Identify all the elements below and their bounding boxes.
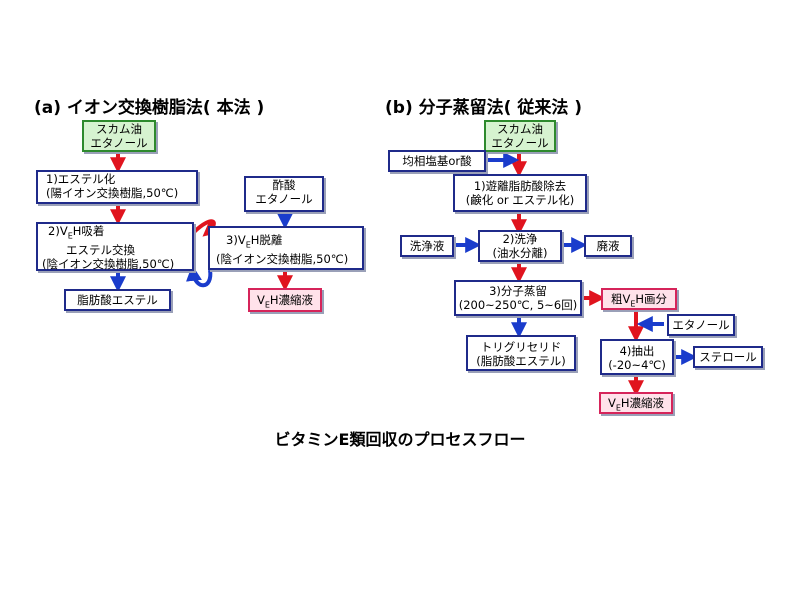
right-step3-line2: (200~250℃, 5~6回) [458,298,578,312]
right-step2-line2: (油水分離) [492,246,548,260]
left-concentrate-label: VEH濃縮液 [256,293,314,310]
right-step1-box: 1)遊離脂肪酸除去 (鹸化 or エステル化) [453,174,587,212]
right-step3-box: 3)分子蒸留 (200~250℃, 5~6回) [454,280,582,316]
right-catalyst-label: 均相塩基or酸 [402,154,472,168]
left-step1-line2: (陽イオン交換樹脂,50℃) [46,186,179,200]
left-scum-line2: エタノール [90,136,148,150]
right-triglyceride-line1: トリグリセリド [480,340,562,354]
right-sterol-box: ステロール [693,346,763,368]
right-triglyceride-line2: (脂肪酸エステル) [476,354,566,368]
right-step1-line1: 1)遊離脂肪酸除去 [473,179,567,193]
left-title: (a) イオン交換樹脂法( 本法 ) [34,98,265,118]
left-fatty-ester-box: 脂肪酸エステル [64,289,171,311]
right-waste-box: 廃液 [584,235,632,257]
left-step3-line2: (陰イオン交換樹脂,50℃) [216,252,349,267]
right-crude-box: 粗VEH画分 [601,288,677,310]
right-step4-line2: (-20~4℃) [608,358,666,372]
left-step3-box: 3)VEH脱離 (陰イオン交換樹脂,50℃) [208,226,364,270]
left-step3-line1: 3)VEH脱離 [226,233,283,250]
right-triglyceride-box: トリグリセリド (脂肪酸エステル) [466,335,576,371]
left-step2-line3: (陰イオン交換樹脂,50℃) [42,257,175,272]
right-ethanol-box: エタノール [667,314,735,336]
left-step1-box: 1)エステル化 (陽イオン交換樹脂,50℃) [36,170,198,204]
right-crude-label: 粗VEH画分 [610,292,668,309]
right-scum-line2: エタノール [491,136,549,150]
right-step4-line1: 4)抽出 [619,344,655,358]
right-catalyst-box: 均相塩基or酸 [388,150,486,172]
right-ethanol-label: エタノール [672,318,730,332]
right-step3-line1: 3)分子蒸留 [489,284,547,298]
right-step4-box: 4)抽出 (-20~4℃) [600,339,674,375]
right-sterol-label: ステロール [699,350,757,364]
right-wash-in-box: 洗浄液 [400,235,454,257]
left-step2-box: 2)VEH吸着 エステル交換 (陰イオン交換樹脂,50℃) [36,222,194,271]
left-fatty-ester-label: 脂肪酸エステル [77,293,158,307]
left-scum-oil-box: スカム油 エタノール [82,120,156,152]
right-waste-label: 廃液 [596,239,620,253]
left-step2-line1: 2)VEH吸着 [48,224,105,241]
left-concentrate-box: VEH濃縮液 [248,288,322,312]
left-scum-line1: スカム油 [96,122,142,136]
left-acetic-box: 酢酸 エタノール [244,176,324,212]
right-scum-line1: スカム油 [497,122,543,136]
left-step1-line1: 1)エステル化 [46,172,116,186]
right-title: (b) 分子蒸留法( 従来法 ) [385,98,583,118]
figure-caption: ビタミンE類回収のプロセスフロー [274,430,526,449]
arrow-left-cycle-bottom [186,264,213,288]
right-scum-oil-box: スカム油 エタノール [484,120,556,152]
right-concentrate-box: VEH濃縮液 [599,392,673,414]
right-step2-box: 2)洗浄 (油水分離) [478,230,562,262]
left-acetic-line1: 酢酸 [272,178,296,192]
right-step1-line2: (鹸化 or エステル化) [465,193,575,207]
right-wash-in-label: 洗浄液 [409,239,445,253]
left-step2-line2: エステル交換 [66,243,135,258]
right-step2-line1: 2)洗浄 [502,232,538,246]
left-acetic-line2: エタノール [255,192,313,206]
right-concentrate-label: VEH濃縮液 [607,396,665,413]
